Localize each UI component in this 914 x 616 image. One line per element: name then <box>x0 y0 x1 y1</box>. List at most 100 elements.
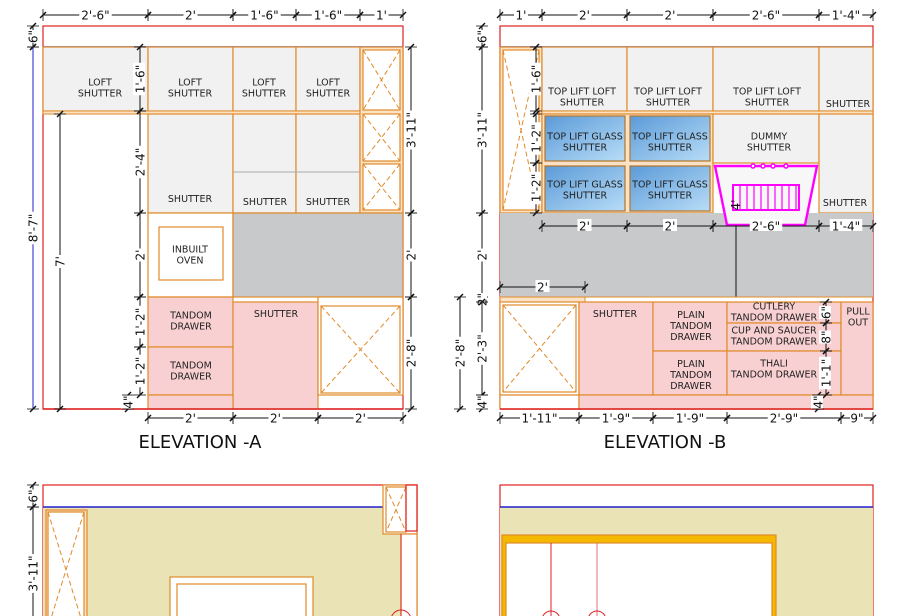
dim-label-bg <box>529 122 541 155</box>
hood-knob <box>783 163 789 169</box>
glass-shutter-label: TOP LIFT GLASS <box>631 132 708 143</box>
dimension-label: 2' <box>185 9 196 23</box>
oven-label: OVEN <box>177 256 204 267</box>
dim-label-bg <box>121 395 133 409</box>
hood-knob <box>770 163 776 169</box>
dim-label-bg <box>829 8 863 20</box>
loft-shutter-label: LOFT <box>252 77 276 88</box>
pull-out-label: PULL <box>846 307 870 318</box>
dimension-label: 2' <box>270 412 281 426</box>
shutter-label: SHUTTER <box>168 194 213 205</box>
drawer-label: TANDOM <box>169 360 212 371</box>
dimension-label: 1'-6" <box>530 65 544 93</box>
pull-out-label: OUT <box>848 317 868 328</box>
dimension-label: 2' <box>185 412 196 426</box>
dim-label-bg <box>26 211 38 245</box>
dimension-label: 1'-6" <box>314 9 342 23</box>
dimension-label: 1'-6" <box>250 9 278 23</box>
dim-label-bg <box>663 8 677 20</box>
glass-shutter-label: TOP LIFT GLASS <box>631 180 708 191</box>
dimension-label: 6" <box>476 30 490 43</box>
dim-label-bg <box>529 171 541 205</box>
base-shutter <box>578 301 654 396</box>
dimension-label: 2'-8" <box>405 339 419 367</box>
dim-label-bg <box>819 356 831 390</box>
drawer-label: THALI <box>759 359 788 370</box>
loft-shutter-label: TOP LIFT LOFT <box>732 87 801 98</box>
dimension-label: 4" <box>122 395 136 408</box>
dim-label-bg <box>404 248 416 262</box>
drawer-label: CUP AND SAUCER <box>731 326 817 337</box>
cross-line <box>362 113 401 162</box>
dimension-label: 1'-9" <box>676 412 704 426</box>
plinth <box>578 394 874 410</box>
dimension-label: 4" <box>812 395 826 408</box>
dummy-shutter <box>712 113 820 164</box>
dim-label-bg <box>26 554 38 593</box>
glass-shutter-label: SHUTTER <box>563 142 608 153</box>
dim-label-bg <box>577 8 592 20</box>
dim-label-bg <box>819 330 831 344</box>
dimension-label: 1'-2" <box>530 174 544 202</box>
dimension-label: 2'-4" <box>134 148 148 176</box>
dimension-label: 3'-11" <box>476 112 490 148</box>
dummy-shutter-label: DUMMY <box>751 132 788 143</box>
dimension-label: 2'-8" <box>454 339 468 367</box>
dimension-label: 7' <box>54 256 68 267</box>
elevation-a-title: ELEVATION -A <box>139 432 263 453</box>
hood-knob <box>750 163 756 169</box>
loft-shutter-label: SHUTTER <box>242 89 287 100</box>
glass-shutter <box>544 165 626 212</box>
dim-label-bg <box>268 411 283 423</box>
loft-shutter-label: LOFT <box>88 77 112 88</box>
dimension-label: 2' <box>134 250 148 261</box>
dim-label-bg <box>475 332 487 365</box>
cross-line <box>502 304 577 393</box>
cross-line <box>362 163 401 211</box>
dimension-label: 2'-6" <box>752 9 780 23</box>
dim-label-bg <box>26 489 38 503</box>
drawer-label: TANDOM DRAWER <box>730 336 818 347</box>
chimney-hood <box>713 164 819 227</box>
drawer-label: CUTLERY <box>753 302 796 313</box>
loft-shutter <box>541 46 628 112</box>
dim-label-bg <box>819 306 831 319</box>
dim-label-bg <box>475 30 487 43</box>
dimension-label: 6" <box>820 306 834 319</box>
dim-label-bg <box>133 248 145 262</box>
dim-label-bg <box>749 219 783 231</box>
drawer-label: PLAIN <box>677 359 705 370</box>
drawer-label: TANDOM DRAWER <box>730 312 818 323</box>
dimension-label: 1'-4" <box>832 220 860 234</box>
loft-shutter <box>712 46 820 112</box>
dimension-label: 1'-11" <box>521 412 557 426</box>
dim-label-bg <box>767 411 801 423</box>
dim-label-bg <box>133 354 145 388</box>
dim-label-bg <box>475 395 487 409</box>
dim-label-bg <box>520 411 559 423</box>
drawer-label: DRAWER <box>670 332 712 343</box>
dim-label-bg <box>404 110 416 150</box>
dimension-label: 3'-11" <box>27 555 41 591</box>
loft-shutter <box>42 46 149 112</box>
wall-shutter <box>147 113 234 214</box>
dim-label-bg <box>475 110 487 150</box>
dim-label-bg <box>183 8 198 20</box>
dim-label-bg <box>599 411 633 423</box>
dim-label-bg <box>353 411 368 423</box>
dimension-label: 2' <box>579 9 590 23</box>
wall-shutter <box>232 113 297 214</box>
loft-shutter-label: SHUTTER <box>78 89 123 100</box>
side-panel <box>400 533 418 616</box>
dimension-label: 1'-9" <box>602 412 630 426</box>
shutter-label: SHUTTER <box>243 197 288 208</box>
loft-shutter-label: SHUTTER <box>306 89 351 100</box>
dimension-label: 1'-1" <box>820 359 834 387</box>
loft-shutter <box>626 46 714 112</box>
dim-label-bg <box>133 145 145 179</box>
dim-label-bg <box>749 8 783 20</box>
drawer-label: TANDOM DRAWER <box>730 369 818 380</box>
dimension-label: 6" <box>27 489 41 502</box>
glass-shutter-label: TOP LIFT GLASS <box>546 180 623 191</box>
cross-line <box>51 511 85 616</box>
